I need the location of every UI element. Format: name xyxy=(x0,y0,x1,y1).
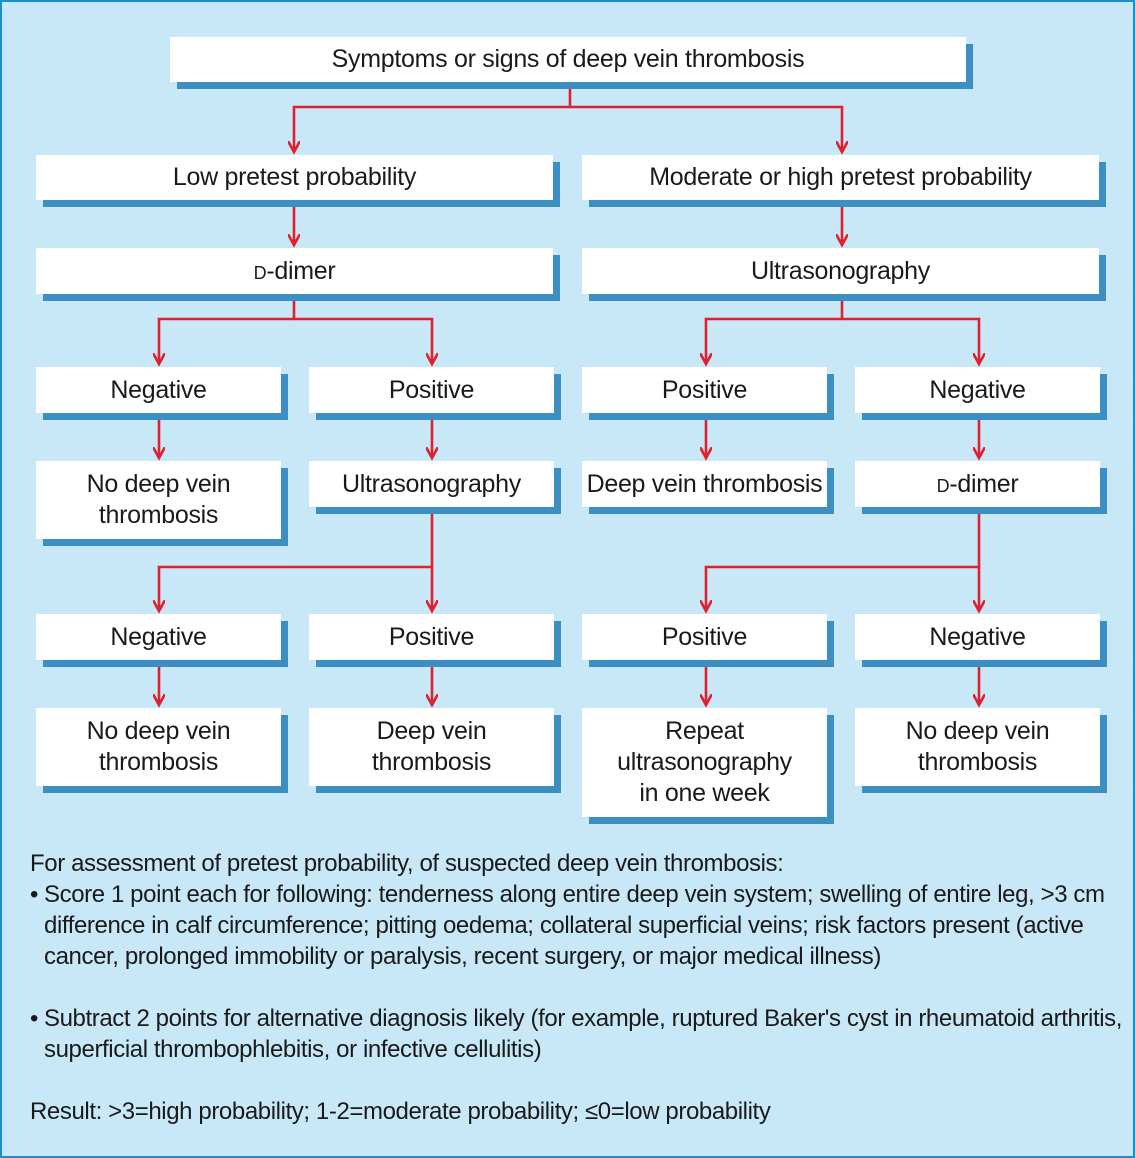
us-positive-box: Positive xyxy=(309,614,554,660)
notes-section: For assessment of pretest probability, o… xyxy=(30,848,1130,1127)
bullet-text: Subtract 2 points for alternative diagno… xyxy=(44,1005,1123,1063)
us-negative-box: Negative xyxy=(36,614,281,660)
low-negative-box: Negative xyxy=(36,367,281,413)
notes-bullet: • Score 1 point each for following: tend… xyxy=(30,879,1130,972)
bullet-text: Score 1 point each for following: tender… xyxy=(44,881,1105,970)
d-dimer-followup-box: D-dimer xyxy=(855,461,1100,507)
d-dimer-prefix: D xyxy=(936,469,950,498)
bullet-symbol: • xyxy=(30,1005,39,1032)
ultrasonography-test-box: Ultrasonography xyxy=(582,248,1099,294)
d-dimer-prefix: D xyxy=(253,256,267,285)
high-probability-box: Moderate or high pretest probability xyxy=(582,155,1099,200)
low-positive-box: Positive xyxy=(309,367,554,413)
outcome-no-dvt-2: No deep vein thrombosis xyxy=(36,708,281,786)
outcome-no-dvt-3: No deep vein thrombosis xyxy=(855,708,1100,786)
notes-result: Result: >3=high probability; 1-2=moderat… xyxy=(30,1098,771,1125)
dd-negative-box: Negative xyxy=(855,614,1100,660)
notes-intro: For assessment of pretest probability, o… xyxy=(30,850,784,877)
outcome-dvt-1: Deep vein thrombosis xyxy=(582,461,827,507)
dd-positive-box: Positive xyxy=(582,614,827,660)
high-positive-box: Positive xyxy=(582,367,827,413)
outcome-repeat-ultrasonography: Repeat ultrasonography in one week xyxy=(582,708,827,817)
d-dimer-suffix: -dimer xyxy=(949,469,1019,498)
d-dimer-suffix: -dimer xyxy=(266,256,336,285)
low-probability-box: Low pretest probability xyxy=(36,155,553,200)
ultrasonography-followup-box: Ultrasonography xyxy=(309,461,554,507)
d-dimer-test-box: D-dimer xyxy=(36,248,553,294)
start-box: Symptoms or signs of deep vein thrombosi… xyxy=(170,37,966,82)
outcome-no-dvt-1: No deep vein thrombosis xyxy=(36,461,281,539)
bullet-symbol: • xyxy=(30,881,39,908)
notes-bullet: • Subtract 2 points for alternative diag… xyxy=(30,1003,1130,1065)
high-negative-box: Negative xyxy=(855,367,1100,413)
outcome-dvt-2: Deep vein thrombosis xyxy=(309,708,554,786)
